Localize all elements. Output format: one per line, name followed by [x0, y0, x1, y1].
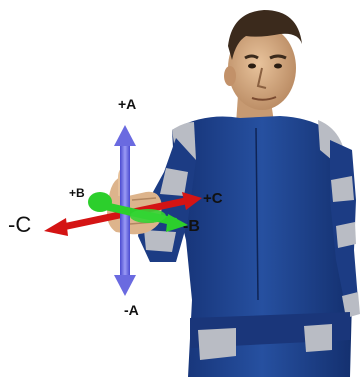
character-figure [107, 10, 360, 377]
hand [107, 168, 162, 234]
axis-label-plus-b: +B [69, 186, 85, 200]
axis-label-minus-a: -A [124, 302, 139, 318]
axis-label-plus-a: +A [118, 96, 136, 112]
axis-label-minus-c: -C [8, 212, 31, 238]
axis-label-minus-b: -B [183, 218, 200, 236]
axis-label-plus-c: +C [203, 190, 223, 207]
